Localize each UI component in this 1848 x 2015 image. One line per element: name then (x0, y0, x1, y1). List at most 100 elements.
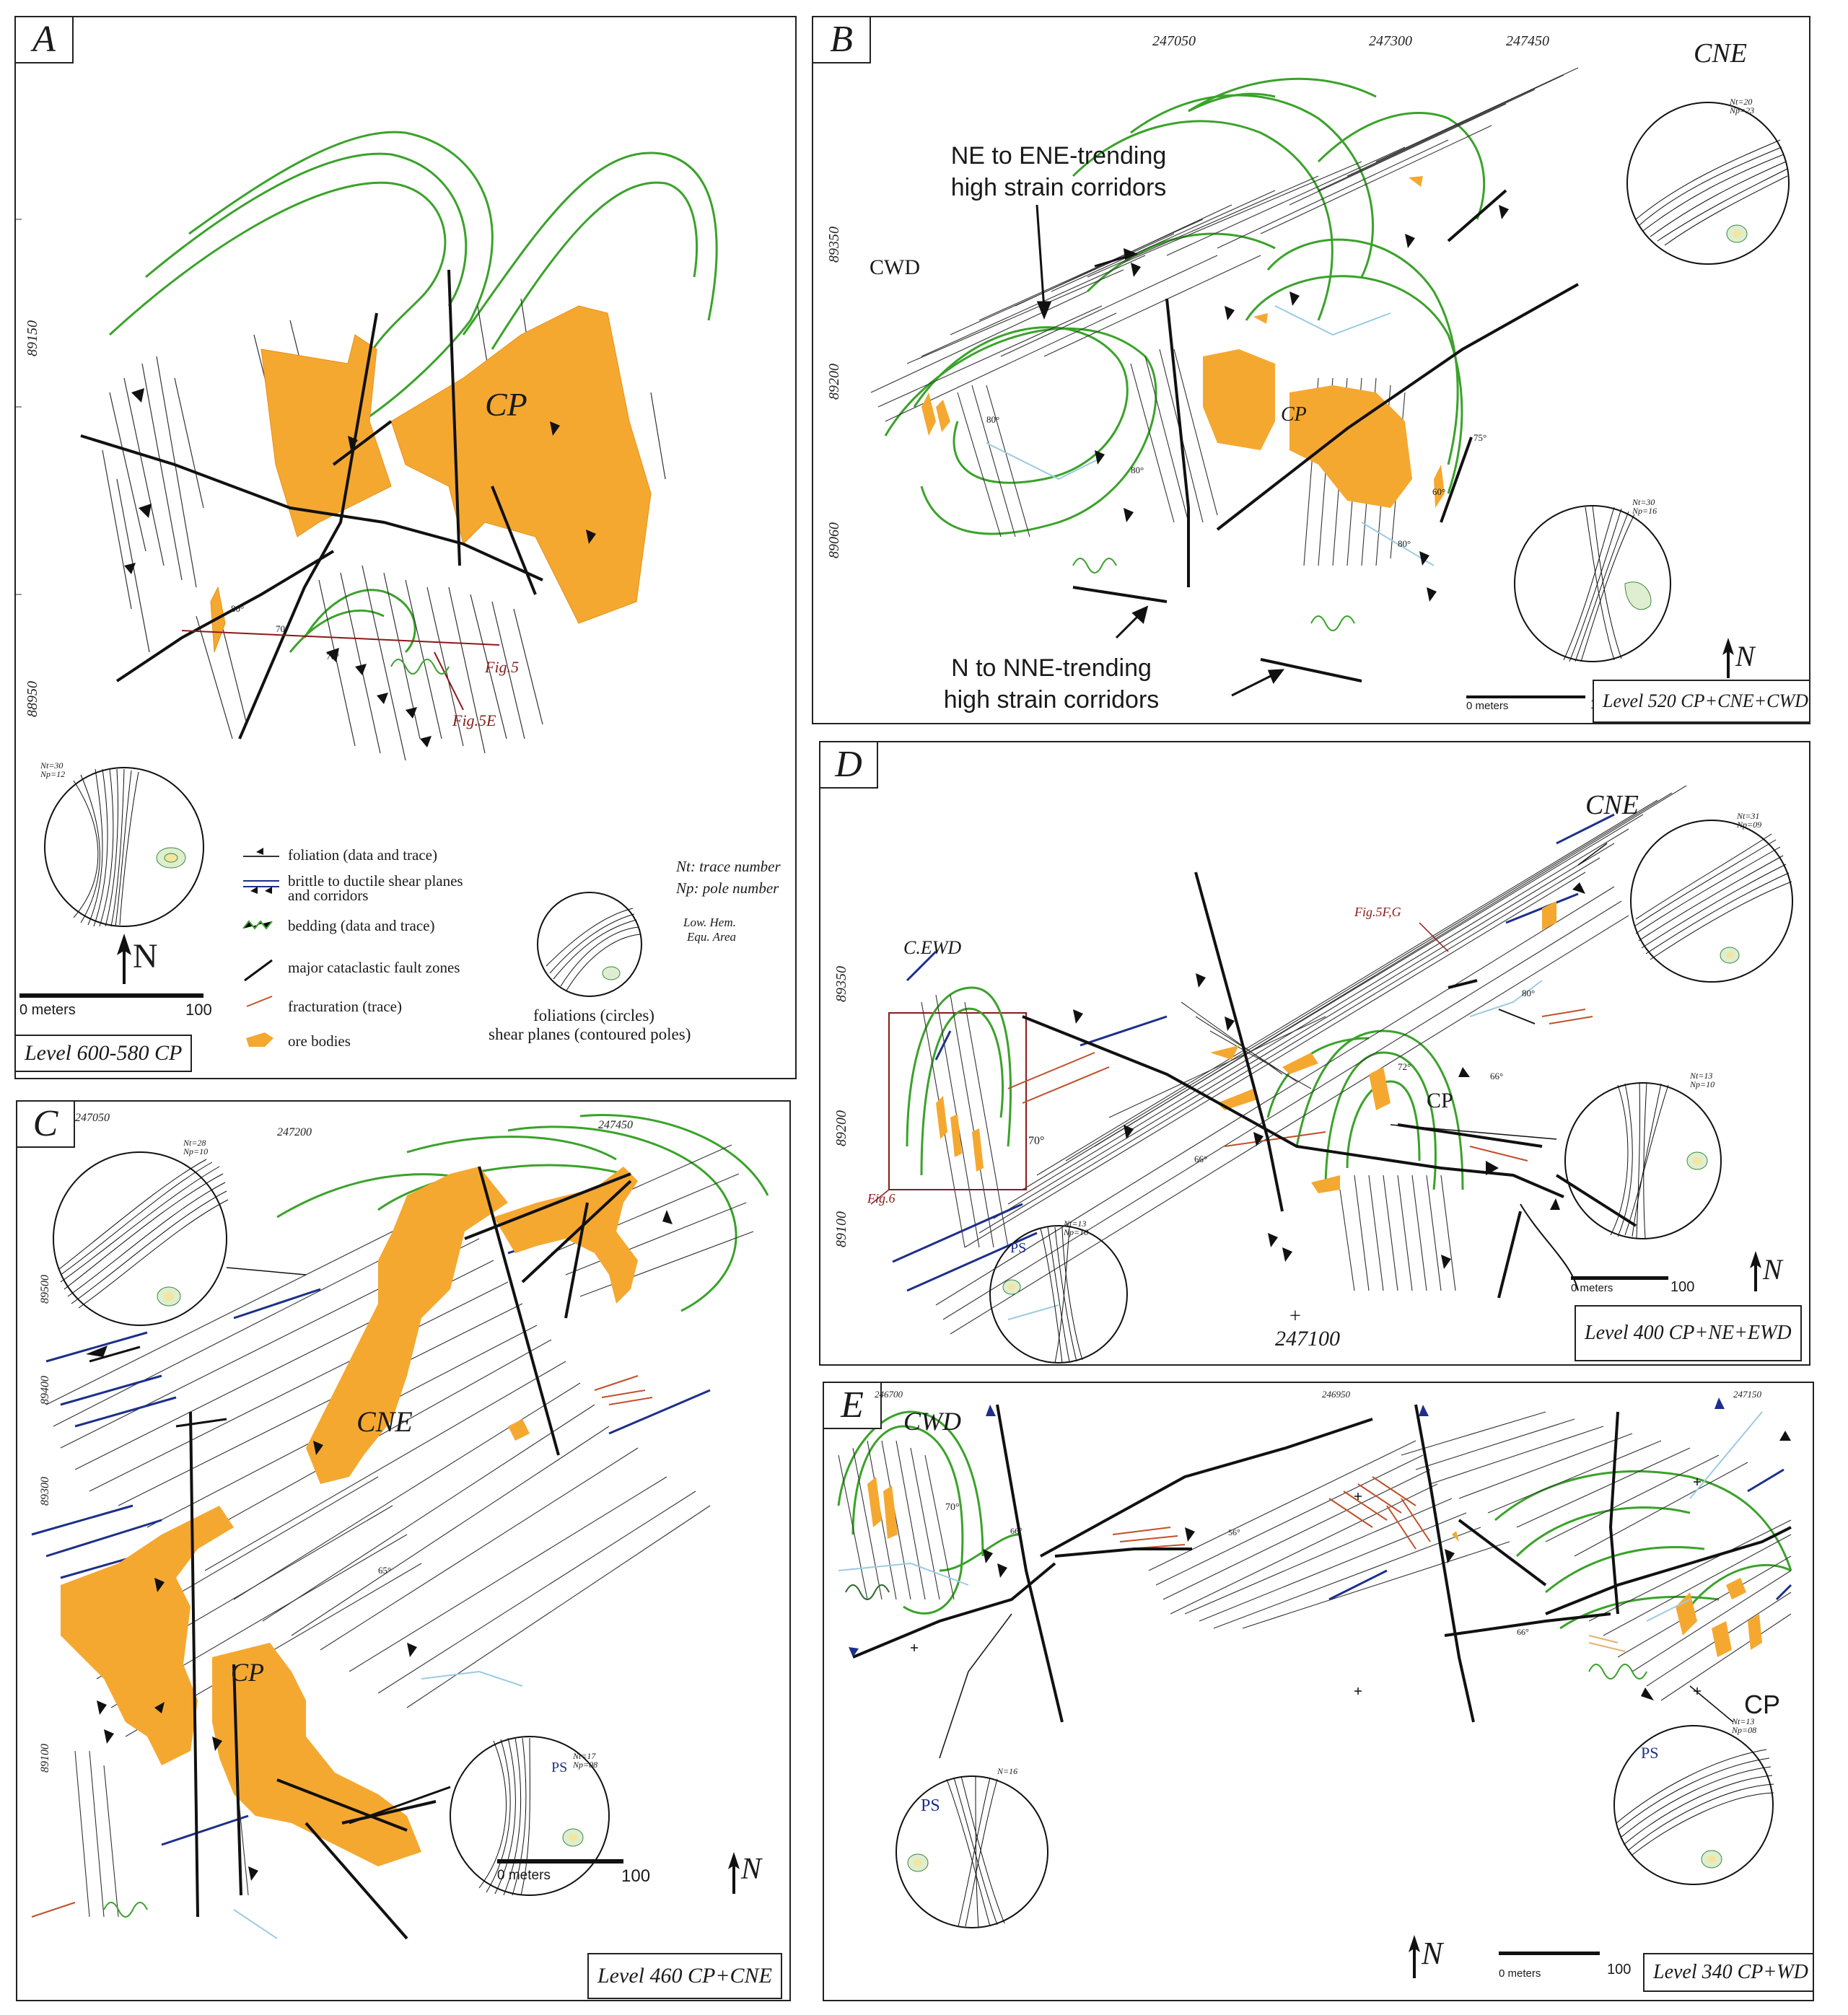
coord-label: 89300 (39, 1477, 51, 1506)
ore-body (1369, 1067, 1391, 1110)
fault (232, 1664, 242, 1896)
fault (1608, 1411, 1619, 1615)
dip-label: 65° (378, 1565, 392, 1576)
fault (1545, 1526, 1792, 1615)
north-label: N (1422, 1936, 1443, 1971)
legend-fracture: fracturation (trace) (288, 998, 402, 1015)
fault (305, 1822, 408, 1940)
stereonet: Nt=13 Np=10 (1553, 1071, 1733, 1251)
stereo-nt: Nt=30 (40, 760, 64, 771)
north-label: N (133, 937, 158, 975)
fault (1444, 1612, 1611, 1637)
stereonet: Nt=30 Np=16 (1506, 497, 1679, 670)
stereo-np: Np=10 (1690, 1079, 1715, 1089)
fault (1440, 436, 1473, 523)
scale-end: 100 (621, 1866, 651, 1886)
stereonet: PS Nt=17 Np=08 (443, 1729, 616, 1902)
legend-proj-2: Equ. Area (687, 930, 736, 944)
dip-label: 80° (231, 603, 245, 614)
ore-body (1203, 349, 1275, 450)
coord-label: 89060 (826, 522, 842, 558)
fold-trace (462, 152, 718, 335)
north-label: N (741, 1853, 762, 1886)
scale-start: 0 meters (1499, 1967, 1541, 1980)
stereo-nt: Nt=20 (1730, 97, 1753, 107)
stereo-np: Np=12 (40, 769, 66, 779)
stereo-nt: Nt=17 (573, 1751, 596, 1761)
scale-start: 0 meters (497, 1868, 551, 1883)
legend-foliation: foliation (data and trace) (288, 846, 437, 864)
coord-label: 89150 (25, 320, 40, 356)
fault (1447, 189, 1507, 242)
stereo-tag: PS (551, 1760, 568, 1775)
coord-label: 246700 (875, 1389, 903, 1400)
stereo-np: Np=08 (573, 1760, 598, 1770)
dip-label: 66° (1490, 1071, 1504, 1081)
ore-body (921, 392, 936, 436)
coord-label: 89100 (39, 1744, 51, 1773)
stereo-nt: Nt=13 (1690, 1071, 1713, 1081)
fold-trace (491, 181, 699, 350)
dip-label: 66° (1194, 1154, 1208, 1164)
legend-fault: major cataclastic fault zones (288, 959, 460, 976)
fault (1165, 298, 1190, 587)
fold-trace (303, 589, 416, 654)
ore-body (1210, 1045, 1239, 1060)
scale-bar: 0 meters 100 (1499, 1952, 1643, 1980)
deposit-label: CWD (870, 255, 920, 279)
fold-trace (188, 131, 494, 423)
fault (1040, 1418, 1373, 1558)
coord-label: 247050 (75, 1112, 110, 1124)
panel-label: D (820, 742, 878, 789)
north-label: N (1735, 640, 1755, 672)
fig-ref: Fig.5F,G (1354, 905, 1401, 919)
ore-body (1409, 176, 1423, 187)
ore-body (1452, 1531, 1459, 1542)
coord-label: 89200 (833, 1110, 849, 1146)
fault (564, 1202, 589, 1319)
scale-end: 100 (1670, 1279, 1695, 1295)
legend-stereonet (537, 892, 642, 997)
north-label: N (1763, 1253, 1782, 1286)
fig-ref: Fig.5E (452, 711, 496, 729)
stereonet: Nt=20 Np=23 (1621, 97, 1795, 270)
fault (464, 1172, 631, 1240)
dip-label: 80° (1398, 538, 1411, 549)
ore-body (1311, 1175, 1340, 1193)
legend-nt-note: Nt: trace number (676, 858, 781, 875)
stereo-np: Np=23 (1730, 105, 1755, 115)
ore-body (883, 1485, 898, 1539)
fault (996, 1404, 1064, 1723)
coord-label: 247450 (1506, 33, 1549, 49)
fault (1054, 1548, 1192, 1558)
fault (1397, 1123, 1543, 1148)
fault (1448, 979, 1478, 989)
fault (521, 1180, 632, 1283)
fig-ref: Fig.5 (485, 658, 520, 676)
fault (852, 1562, 1056, 1659)
coord-label: 247300 (1369, 33, 1412, 49)
fault (276, 1778, 408, 1832)
stereonet: PS Nt=13 Np=08 (1603, 1708, 1784, 1895)
coord-label: 247450 (598, 1119, 633, 1131)
dip-label: 60° (1432, 486, 1446, 497)
stereo-np: Np=10 (183, 1146, 209, 1156)
ore-body (1542, 901, 1556, 930)
annotation: N to NNE-trending high strain corridors (943, 654, 1160, 714)
deposit-label: CP (231, 1658, 265, 1687)
coord-label: 88950 (25, 681, 40, 717)
panel-c: C 247050 247200 247450 89500 89400 89300… (16, 1100, 791, 2001)
fold-trace (289, 609, 385, 653)
level-box: Level 400 CP+NE+EWD (1575, 1305, 1802, 1361)
coord-label: + (1289, 1305, 1301, 1327)
stereonet: Nt=28 Np=10 (39, 1138, 255, 1333)
ore-body (1434, 465, 1445, 508)
legend: foliation (data and trace) brittle to du… (236, 843, 792, 1074)
ore-body (1676, 1592, 1697, 1636)
scale-end: 100 (1607, 1962, 1632, 1977)
stereo-tag: PS (1641, 1744, 1659, 1762)
legend-shear: brittle to ductile shear planes (288, 872, 463, 890)
deposit-label: CP (1281, 403, 1307, 426)
stereo-nt: Nt=13 (1732, 1716, 1755, 1726)
map-b (870, 67, 1579, 697)
